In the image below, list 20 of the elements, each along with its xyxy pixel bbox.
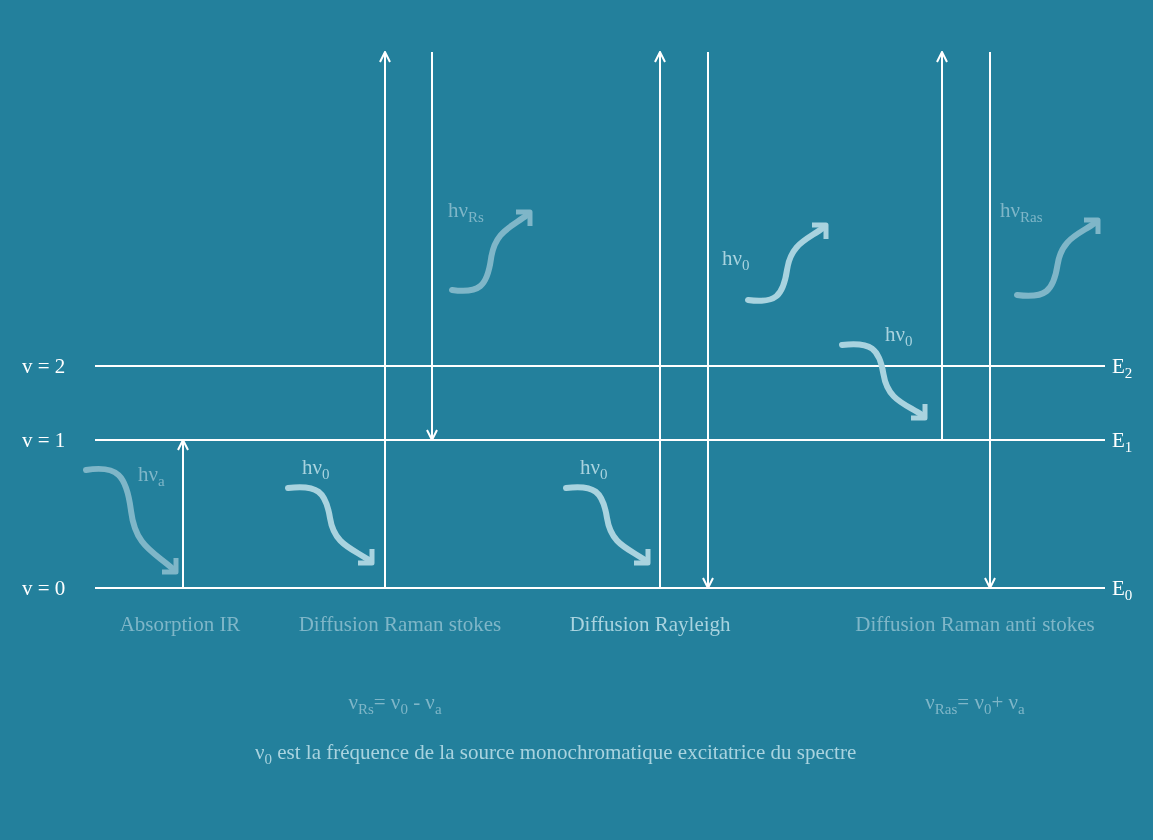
frequency-equation: ν$_{Ras}$= ν$_{0}$+ ν$_{a}$ — [924, 690, 1026, 720]
photon-energy-label: hν$_{0}$ — [302, 455, 330, 485]
vibrational-level-label: v = 1 — [22, 428, 66, 452]
photon-energy-label: hν$_{Rs}$ — [448, 198, 484, 228]
process-name: Diffusion Raman stokes — [297, 612, 503, 636]
photon-energy-label: hν$_{Ras}$ — [1000, 198, 1043, 228]
energy-level-label: E$_{0}$ — [1112, 576, 1133, 606]
photon-energy-label: hν$_{0}$ — [885, 322, 913, 352]
process-name: Diffusion Raman anti stokes — [855, 612, 1095, 636]
process-name: Absorption IR — [118, 612, 242, 636]
vibrational-level-label: v = 0 — [22, 576, 66, 600]
frequency-equation: ν$_{Rs}$= ν$_{0}$ - ν$_{a}$ — [347, 690, 443, 720]
energy-level-label: E$_{2}$ — [1112, 354, 1133, 384]
energy-level-label: E$_{1}$ — [1112, 428, 1133, 458]
photon-energy-label: hν$_{0}$ — [722, 246, 750, 276]
footnote-text: ν$_{0}$ est la fréquence de la source monochromatique excitatrice du spectre — [255, 740, 857, 770]
photon-energy-label: hν$_{a}$ — [138, 462, 165, 492]
vibrational-level-label: v = 2 — [22, 354, 66, 378]
process-name: Diffusion Rayleigh — [568, 612, 732, 636]
photon-energy-label: hν$_{0}$ — [580, 455, 608, 485]
